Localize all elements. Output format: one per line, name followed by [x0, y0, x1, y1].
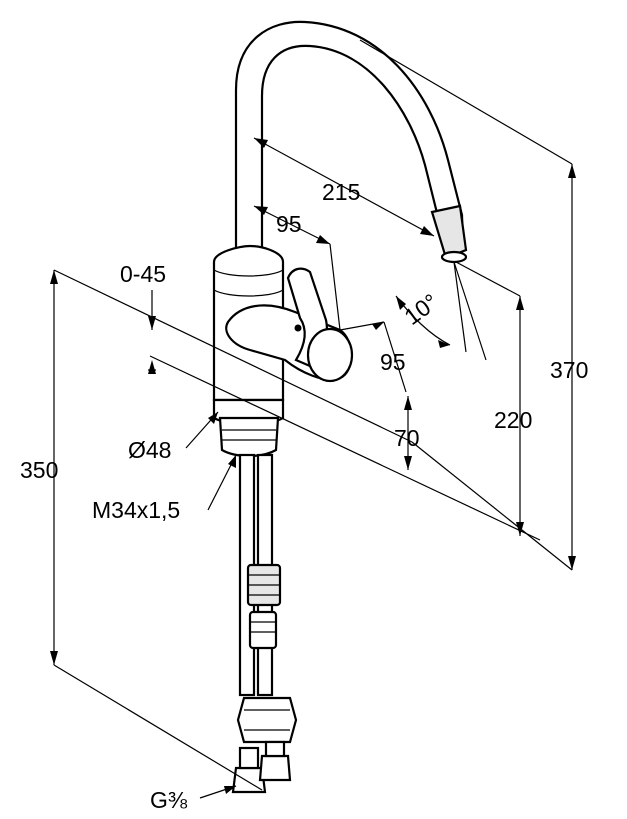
dim-spray-angle: 10°	[399, 288, 442, 329]
fitting-grooves	[250, 621, 276, 633]
dim-total-height: 370	[550, 357, 588, 383]
dim-base-diameter: Ø48	[128, 437, 171, 463]
spout-outlet	[440, 250, 468, 264]
dim-lever-offset-top: 95	[276, 211, 302, 237]
connector-right-thread	[264, 740, 286, 758]
dim-lever-offset-side: 95	[380, 349, 406, 375]
body-ring	[213, 289, 284, 297]
connector-right	[258, 754, 292, 782]
connector-left-thread	[238, 746, 260, 770]
lever-screw	[294, 324, 302, 332]
dim-body-height: 70	[394, 425, 420, 451]
hose-nut	[236, 696, 298, 744]
dim-connection: G⅜	[150, 787, 188, 813]
dimension-lines	[50, 39, 576, 799]
lever-cap	[306, 327, 354, 383]
dim-thread: M34x1,5	[92, 497, 180, 523]
faucet	[212, 20, 468, 794]
fitting-grooves	[248, 574, 280, 596]
hose-fitting-lower	[248, 610, 278, 650]
spout-tip	[430, 204, 468, 260]
nut-lines	[244, 709, 290, 731]
base-thread	[218, 416, 280, 458]
spout	[234, 20, 465, 264]
body-ring	[213, 269, 284, 277]
dim-spout-reach: 215	[322, 179, 360, 205]
dim-lever-angle: 0-45	[120, 261, 166, 287]
dim-outlet-height: 220	[494, 407, 532, 433]
dim-below-deck-length: 350	[20, 457, 58, 483]
